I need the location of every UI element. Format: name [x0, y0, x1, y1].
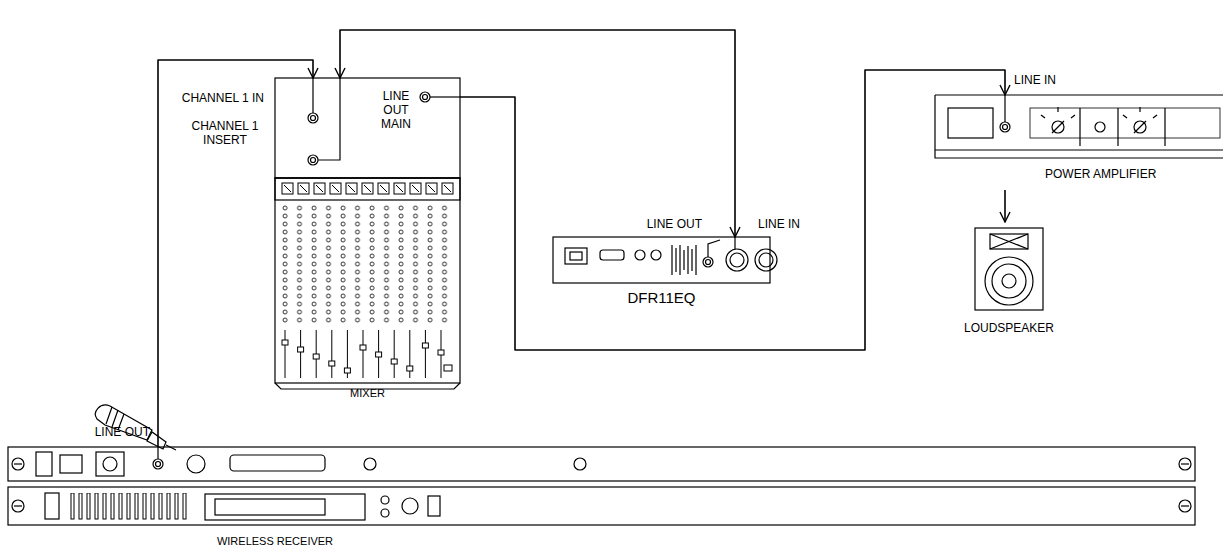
- device-node: POWER AMPLIFIER: [935, 95, 1223, 190]
- port-label: LINE IN: [758, 218, 818, 232]
- signal-cable: [340, 30, 735, 237]
- port-label: LINE OUT: [82, 426, 150, 440]
- port-label: CHANNEL 1 INSERT: [185, 120, 265, 148]
- device-label: WIRELESS RECEIVER: [195, 535, 355, 548]
- signal-cable: [1004, 190, 1006, 222]
- device-node: WIRELESS RECEIVER: [5, 447, 1200, 550]
- loudspeaker-drawing: [975, 228, 1043, 310]
- device-label: LOUDSPEAKER: [955, 322, 1063, 336]
- port-label: CHANNEL 1 IN: [150, 92, 264, 106]
- mixer-drawing: [275, 78, 460, 389]
- device-label: DFR11EQ: [553, 289, 770, 306]
- port-label: LINE OUT: [636, 218, 702, 232]
- signal-cable: [158, 60, 313, 447]
- device-node: DFR11EQ: [553, 237, 770, 315]
- port-label: LINE OUT MAIN: [374, 90, 418, 131]
- device-node: MIXER: [275, 78, 460, 403]
- port-label: LINE IN: [1014, 74, 1074, 88]
- device-label: POWER AMPLIFIER: [1045, 168, 1195, 182]
- mixer-channel-strips: [282, 183, 453, 378]
- device-label: MIXER: [275, 387, 460, 400]
- signal-cable: [460, 70, 1005, 350]
- amplifier-drawing: [935, 95, 1223, 158]
- receiver-drawing: [8, 447, 1195, 525]
- device-node: LOUDSPEAKER: [955, 222, 1063, 340]
- equalizer-drawing: [553, 237, 777, 283]
